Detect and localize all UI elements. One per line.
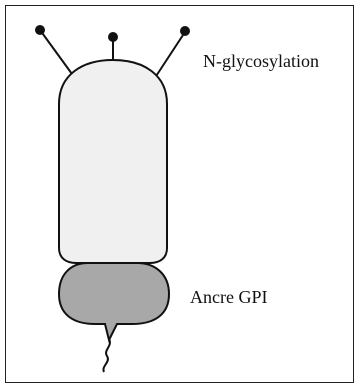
gpi-tail (103, 339, 110, 372)
protein-body (59, 60, 167, 263)
glycan-dot-right (180, 26, 190, 36)
gpi-anchor-label: Ancre GPI (190, 287, 267, 308)
glycan-dot-center (108, 32, 118, 42)
gpi-domain (59, 263, 169, 340)
glycosylation-label: N-glycosylation (203, 51, 319, 72)
glycan-dot-left (35, 25, 45, 35)
